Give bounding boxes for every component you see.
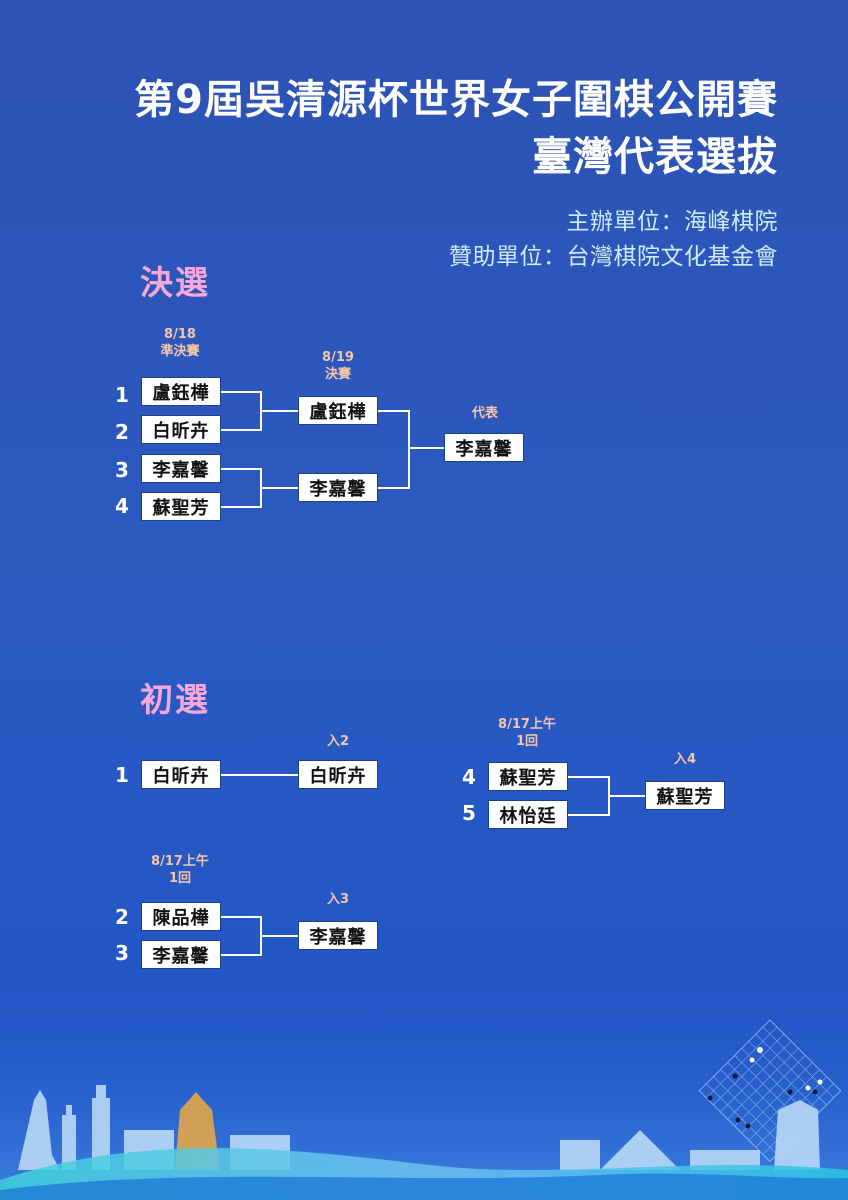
seed-number: 3 [115, 941, 129, 965]
seed-number: 5 [462, 801, 476, 825]
bracket-line [568, 814, 609, 816]
semifinal-winner-box: 李嘉馨 [298, 473, 378, 502]
player-box: 陳品樺 [141, 902, 221, 931]
semifinal-winner-box: 盧鈺樺 [298, 396, 378, 425]
semifinal-label: 準決賽 [160, 344, 200, 359]
result-box: 白昕卉 [298, 760, 378, 789]
bracket-line [568, 776, 609, 778]
bracket-line [221, 506, 261, 508]
winner-label: 代表 [471, 406, 498, 421]
bracket-line [260, 410, 298, 412]
match-round: 1回 [515, 734, 539, 749]
bracket-line [221, 429, 261, 431]
sponsor-text: 贊助單位：台灣棋院文化基金會 [449, 244, 778, 270]
bracket-line [221, 774, 298, 776]
bracket-line [221, 391, 261, 393]
final-label: 決賽 [324, 367, 351, 382]
result-label: 入3 [326, 892, 350, 907]
bracket-line [408, 410, 410, 489]
bracket-line [378, 487, 409, 489]
player-box: 盧鈺樺 [141, 377, 221, 406]
seed-number: 4 [462, 765, 476, 789]
match-date: 8/17上午 [151, 854, 209, 869]
seed-number: 2 [115, 905, 129, 929]
player-box: 林怡廷 [488, 800, 568, 829]
bracket-line [378, 410, 409, 412]
bracket-line [408, 447, 444, 449]
result-box: 李嘉馨 [298, 921, 378, 950]
bracket-line [608, 795, 645, 797]
seed-number: 3 [115, 458, 129, 482]
match-round: 1回 [168, 871, 192, 886]
result-box: 蘇聖芳 [645, 781, 725, 810]
bracket-line [221, 916, 261, 918]
prelims-heading: 初選 [140, 680, 210, 719]
final-date: 8/19 [322, 350, 354, 365]
match-date: 8/17上午 [498, 717, 556, 732]
representative-box: 李嘉馨 [444, 433, 524, 462]
semifinal-date: 8/18 [164, 327, 196, 342]
skyline-decoration [0, 980, 848, 1200]
player-box: 白昕卉 [141, 760, 221, 789]
result-label: 入2 [326, 734, 350, 749]
organizer-text: 主辦單位：海峰棋院 [566, 209, 778, 235]
bracket-line [221, 468, 261, 470]
finals-heading: 決選 [140, 263, 210, 302]
seed-number: 4 [115, 494, 129, 518]
bracket-line [260, 935, 298, 937]
bracket-line [260, 487, 298, 489]
player-box: 白昕卉 [141, 415, 221, 444]
event-subtitle: 臺灣代表選拔 [532, 134, 778, 180]
seed-number: 2 [115, 420, 129, 444]
player-box: 蘇聖芳 [488, 762, 568, 791]
result-label: 入4 [673, 752, 697, 767]
seed-number: 1 [115, 383, 129, 407]
seed-number: 1 [115, 763, 129, 787]
player-box: 李嘉馨 [141, 454, 221, 483]
player-box: 李嘉馨 [141, 940, 221, 969]
event-title: 第9屆吳清源杯世界女子圍棋公開賽 [134, 77, 778, 123]
player-box: 蘇聖芳 [141, 492, 221, 521]
bracket-line [221, 954, 261, 956]
